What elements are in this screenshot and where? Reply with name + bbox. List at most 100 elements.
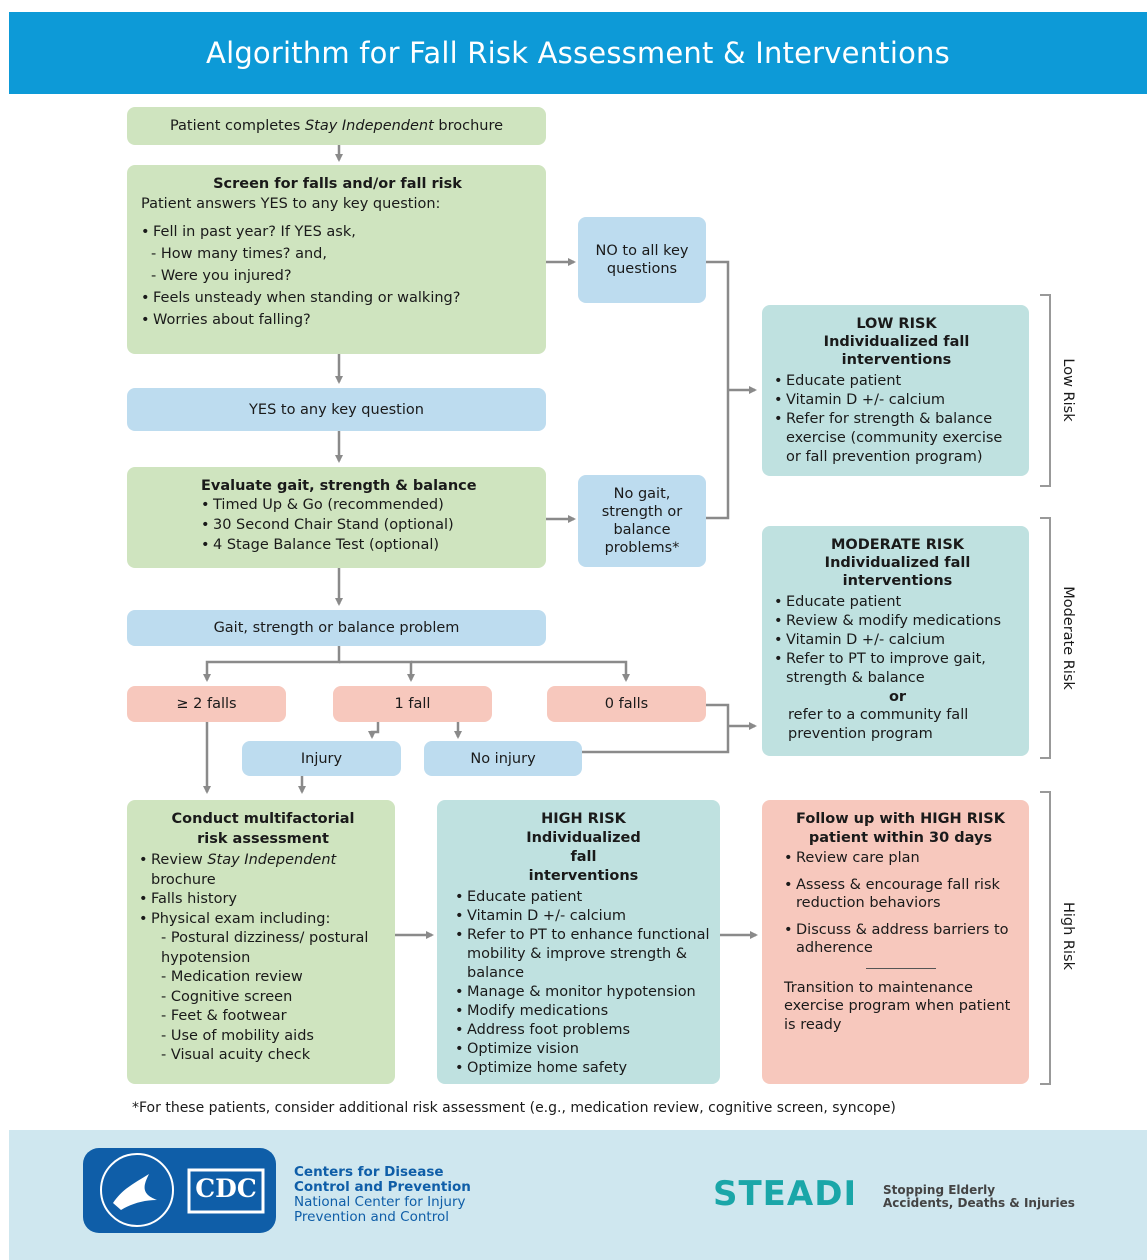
list-item: Review & modify medications bbox=[774, 612, 1021, 631]
screen-box-title: Screen for falls and/or fall risk bbox=[213, 176, 462, 192]
list-item: Vitamin D +/- calcium bbox=[455, 907, 712, 926]
list-item: Refer to PT to improve gait, strength & … bbox=[774, 650, 1021, 688]
list-item: - Use of mobility aids bbox=[161, 1027, 314, 1044]
zero-falls-box: 0 falls bbox=[547, 686, 706, 722]
list-item: - Cognitive screen bbox=[161, 988, 293, 1005]
two-plus-falls-text: ≥ 2 falls bbox=[176, 696, 237, 712]
list-item: Educate patient bbox=[774, 372, 1019, 391]
steadi-tagline: Stopping Elderly Accidents, Deaths & Inj… bbox=[883, 1184, 1075, 1210]
list-item: Timed Up & Go (recommended) bbox=[201, 495, 534, 515]
screen-box-subtitle: Patient answers YES to any key question: bbox=[141, 196, 441, 212]
bracket-high-risk bbox=[1040, 791, 1051, 1085]
page-title: Algorithm for Fall Risk Assessment & Int… bbox=[206, 36, 950, 70]
list-item: Review care plan bbox=[784, 849, 1017, 868]
list-item: Falls history bbox=[139, 890, 387, 910]
list-item: Review Stay Independent brochure bbox=[139, 851, 387, 890]
follow-up-divider bbox=[865, 967, 936, 969]
list-item: - Medication review bbox=[161, 969, 303, 985]
follow-up-list: Review care plan Assess & encourage fall… bbox=[784, 849, 1017, 958]
zero-falls-text: 0 falls bbox=[604, 696, 649, 712]
moderate-risk-title: MODERATE RISK bbox=[830, 537, 965, 553]
moderate-risk-side-label: Moderate Risk bbox=[1060, 586, 1076, 690]
high-risk-subtitle: Individualized fall interventions bbox=[526, 830, 641, 884]
low-risk-subtitle: Individualized fall interventions bbox=[823, 334, 970, 368]
cdc-agency-text: Centers for Disease Control and Preventi… bbox=[294, 1165, 471, 1225]
no-injury-text: No injury bbox=[470, 750, 536, 767]
list-item: Modify medications bbox=[455, 1002, 712, 1021]
connector-no-to-low bbox=[706, 260, 730, 520]
high-risk-title: HIGH RISK bbox=[541, 811, 626, 827]
header-banner: Algorithm for Fall Risk Assessment & Int… bbox=[9, 12, 1147, 94]
hhs-eagle-icon bbox=[100, 1153, 265, 1227]
list-item: 4 Stage Balance Test (optional) bbox=[201, 535, 534, 555]
follow-up-box: Follow up with HIGH RISK patient within … bbox=[762, 800, 1029, 1084]
follow-up-transition: Transition to maintenance exercise progr… bbox=[784, 979, 1011, 1033]
cdc-logo-text: CDC bbox=[195, 1174, 257, 1203]
low-risk-box: LOW RISK Individualized fall interventio… bbox=[762, 305, 1029, 476]
evaluate-gait-list: Timed Up & Go (recommended) 30 Second Ch… bbox=[201, 495, 534, 555]
screen-box-list: Fell in past year? If YES ask, - How man… bbox=[141, 221, 534, 331]
list-item: Address foot problems bbox=[455, 1021, 712, 1040]
injury-text: Injury bbox=[300, 750, 343, 767]
list-item: Refer to PT to enhance functional mobili… bbox=[455, 926, 712, 983]
cdc-line-1: Centers for Disease bbox=[294, 1164, 444, 1180]
list-item: - Postural dizziness/ postural hypotensi… bbox=[161, 930, 369, 966]
arrow-onefall-to-injury bbox=[368, 722, 380, 739]
list-item: Feels unsteady when standing or walking? bbox=[141, 287, 534, 309]
low-risk-side-label: Low Risk bbox=[1060, 358, 1076, 422]
list-item: Assess & encourage fall risk reduction b… bbox=[784, 876, 1017, 913]
bracket-low-risk bbox=[1040, 294, 1051, 487]
list-item: Vitamin D +/- calcium bbox=[774, 631, 1021, 650]
multifactorial-box: Conduct multifactorial risk assessment R… bbox=[127, 800, 395, 1084]
no-injury-box: No injury bbox=[424, 741, 582, 776]
evaluate-gait-title: Evaluate gait, strength & balance bbox=[201, 478, 477, 494]
start-box: Patient completes Stay Independent broch… bbox=[127, 107, 546, 145]
list-item: Physical exam including: bbox=[139, 910, 387, 930]
high-risk-list: Educate patient Vitamin D +/- calcium Re… bbox=[455, 888, 712, 1078]
connector-to-moderate bbox=[582, 703, 730, 754]
evaluate-gait-box: Evaluate gait, strength & balance Timed … bbox=[127, 467, 546, 568]
high-risk-side-label: High Risk bbox=[1060, 902, 1076, 970]
list-item: Refer for strength & balance exercise (c… bbox=[774, 410, 1019, 467]
list-item: Optimize home safety bbox=[455, 1059, 712, 1078]
moderate-risk-after-or: refer to a community fall prevention pro… bbox=[788, 707, 969, 742]
multifactorial-sublist: - Postural dizziness/ postural hypotensi… bbox=[139, 929, 387, 1066]
hhs-cdc-logo: CDC bbox=[83, 1148, 276, 1233]
multifactorial-title: Conduct multifactorial risk assessment bbox=[171, 811, 355, 847]
moderate-risk-list: Educate patient Review & modify medicati… bbox=[774, 593, 1021, 688]
cdc-line-3: National Center for Injury bbox=[294, 1194, 466, 1210]
list-item: - How many times? and, bbox=[151, 246, 327, 262]
start-box-text: Patient completes Stay Independent broch… bbox=[169, 118, 504, 134]
moderate-risk-or: or bbox=[888, 689, 907, 705]
steadi-logo: STEADI bbox=[713, 1174, 858, 1214]
list-item: - Were you injured? bbox=[151, 268, 292, 284]
cdc-line-2: Control and Prevention bbox=[294, 1179, 471, 1195]
list-item: Discuss & address barriers to adherence bbox=[784, 921, 1017, 958]
two-plus-falls-box: ≥ 2 falls bbox=[127, 686, 286, 722]
footnote: *For these patients, consider additional… bbox=[132, 1100, 896, 1116]
list-item: - Feet & footwear bbox=[161, 1008, 287, 1024]
gait-problem-text: Gait, strength or balance problem bbox=[213, 620, 460, 636]
moderate-risk-subtitle: Individualized fall interventions bbox=[824, 555, 971, 589]
one-fall-box: 1 fall bbox=[333, 686, 492, 722]
yes-key-question-text: YES to any key question bbox=[249, 401, 424, 418]
moderate-risk-box: MODERATE RISK Individualized fall interv… bbox=[762, 526, 1029, 756]
list-item: Educate patient bbox=[774, 593, 1021, 612]
list-item: Fell in past year? If YES ask, bbox=[141, 221, 534, 243]
list-item: Educate patient bbox=[455, 888, 712, 907]
yes-key-question-box: YES to any key question bbox=[127, 388, 546, 431]
list-item: Manage & monitor hypotension bbox=[455, 983, 712, 1002]
injury-box: Injury bbox=[242, 741, 401, 776]
connector-problem-to-zerofall bbox=[411, 660, 630, 682]
high-risk-box: HIGH RISK Individualized fall interventi… bbox=[437, 800, 720, 1084]
cdc-line-4: Prevention and Control bbox=[294, 1209, 449, 1225]
list-item: 30 Second Chair Stand (optional) bbox=[201, 515, 534, 535]
low-risk-list: Educate patient Vitamin D +/- calcium Re… bbox=[774, 372, 1019, 467]
follow-up-title: Follow up with HIGH RISK patient within … bbox=[796, 811, 1005, 846]
list-item: Worries about falling? bbox=[141, 309, 534, 331]
no-key-questions-text: NO to all key questions bbox=[595, 243, 689, 277]
bracket-moderate-risk bbox=[1040, 517, 1051, 759]
screen-box: Screen for falls and/or fall risk Patien… bbox=[127, 165, 546, 354]
gait-problem-box: Gait, strength or balance problem bbox=[127, 610, 546, 646]
